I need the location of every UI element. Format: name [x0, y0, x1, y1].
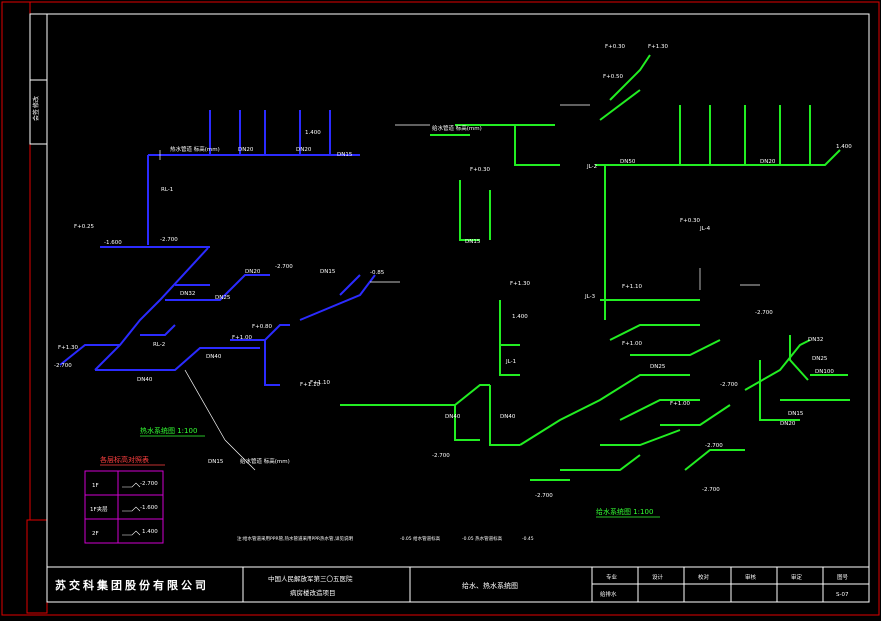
elev-label: F+0.30: [605, 44, 626, 50]
project-line1: 中国人民解放军第三〇五医院: [268, 574, 353, 583]
riser-label: JL-3: [584, 294, 596, 300]
pipe-size: DN15: [208, 459, 224, 465]
drawing-note: -0.05 给水管道标高: [400, 535, 441, 542]
riser-label: RL-2: [153, 342, 165, 348]
header-design: 设计: [652, 573, 664, 581]
pipe-note: 热水管道 标高(mm): [170, 145, 220, 153]
elev-label: -2.700: [755, 310, 773, 316]
elev-label: 1.400: [305, 130, 321, 136]
elev-label: F+1.10: [300, 382, 321, 388]
elev-label: F+1.00: [622, 341, 643, 347]
elev-label: F+1.10: [310, 380, 331, 386]
side-strip-label-bottom: 会签: [32, 109, 40, 121]
drawing-number: S-07: [836, 592, 849, 598]
floor-legend-title: 各层标高对照表: [100, 455, 149, 464]
pipe-size: DN20: [238, 147, 254, 153]
header-review: 审核: [745, 573, 757, 581]
side-stamp-box: [26, 519, 48, 614]
elev-label: -2.700: [720, 382, 738, 388]
pipe-size: DN15: [320, 269, 336, 275]
title-block: 苏交科集团股份有限公司 中国人民解放军第三〇五医院 病房楼改造项目 给水、热水系…: [46, 566, 870, 603]
elev-label: F+1.30: [58, 345, 79, 351]
cold-system-labels: F+0.30 F+1.30 F+0.50 JL-2 DN50 DN20 1.40…: [310, 44, 852, 499]
riser-label: JL-1: [505, 359, 516, 365]
pipe-size: DN20: [296, 147, 312, 153]
riser-label: JL-2: [586, 164, 597, 170]
riser-label: JL-4: [699, 226, 711, 232]
discipline-value: 给排水: [600, 590, 617, 598]
floor-name: 2F: [92, 531, 99, 537]
floor-name: 1F: [92, 483, 99, 489]
header-check: 校对: [698, 573, 710, 581]
pipe-size: DN100: [815, 369, 834, 375]
side-strip-label-top: 修改: [32, 96, 40, 108]
floor-elev: 1.400: [142, 529, 158, 535]
pipe-size: DN15: [465, 239, 481, 245]
elev-label: -2.700: [432, 453, 450, 459]
drawing-name: 给水、热水系统图: [462, 581, 518, 590]
elev-label: -2.700: [275, 264, 293, 270]
header-approve: 审定: [791, 573, 803, 581]
elev-label: F+1.00: [670, 401, 691, 407]
pipe-size: DN20: [780, 421, 796, 427]
elev-label: -2.700: [160, 237, 178, 243]
elev-label: F+0.25: [74, 224, 95, 230]
pipe-size: DN15: [337, 152, 353, 158]
cold-system-title: 给水系统图 1:100: [596, 507, 653, 516]
elev-label: -2.700: [702, 487, 720, 493]
elev-label: F+0.80: [252, 324, 273, 330]
pipe-size: DN40: [206, 354, 222, 360]
cold-water-pipes: [340, 54, 850, 481]
elev-label: F+0.30: [470, 167, 491, 173]
elev-label: F+1.10: [622, 284, 643, 290]
header-drawing-no: 图号: [837, 573, 849, 581]
leader-lines: [159, 104, 760, 471]
pipe-size: DN25: [650, 364, 666, 370]
floor-legend-table: 1F -2.700 1F夹层 -1.600 2F 1.400: [84, 470, 164, 544]
floor-name: 1F夹层: [90, 505, 108, 513]
pipe-size: DN40: [445, 414, 461, 420]
elev-label: -2.700: [54, 363, 72, 369]
riser-label: RL-1: [161, 187, 173, 193]
elev-label: 1.400: [836, 144, 852, 150]
pipe-size: DN25: [215, 295, 231, 301]
company-name: 苏交科集团股份有限公司: [55, 578, 209, 592]
elev-label: F+0.50: [603, 74, 624, 80]
hot-system-labels: RL-1 F+0.25 -1.600 -2.700 F+1.30 -2.700 …: [54, 130, 385, 465]
elev-label: -2.700: [705, 443, 723, 449]
pipe-size: DN15: [788, 411, 804, 417]
pipe-note: 给水管道 标高(mm): [240, 457, 290, 465]
elev-label: F+1.30: [510, 281, 531, 287]
drawing-note: -0.05 热水管道标高: [462, 535, 503, 542]
pipe-size: DN25: [812, 356, 828, 362]
elev-label: 1.400: [512, 314, 528, 320]
elev-label: F+1.00: [232, 335, 253, 341]
pipe-size: DN32: [180, 291, 195, 297]
pipe-size: DN20: [760, 159, 776, 165]
header-discipline: 专业: [606, 573, 618, 581]
floor-elev: -2.700: [140, 481, 158, 487]
elev-label: -0.85: [370, 270, 385, 276]
drawing-note: -0.45: [522, 536, 534, 542]
pipe-size: DN40: [137, 377, 153, 383]
elev-label: F+1.30: [648, 44, 669, 50]
pipe-size: DN50: [620, 159, 636, 165]
hot-system-title: 热水系统图 1:100: [140, 426, 197, 435]
pipe-size: DN20: [245, 269, 261, 275]
side-strip: [29, 13, 48, 145]
elev-label: F+0.30: [680, 218, 701, 224]
elev-label: -2.700: [535, 493, 553, 499]
inner-border: [46, 13, 870, 603]
pipe-size: DN40: [500, 414, 516, 420]
elev-label: -1.600: [104, 240, 122, 246]
pipe-size: DN32: [808, 337, 823, 343]
pipe-note: 给水管道 标高(mm): [432, 124, 482, 132]
floor-elev: -1.600: [140, 505, 158, 511]
drawing-note: 注:给水管道采用PPR管,热水管道采用PPR热水管,详见说明: [237, 535, 353, 542]
project-line2: 病房楼改造项目: [290, 588, 336, 597]
